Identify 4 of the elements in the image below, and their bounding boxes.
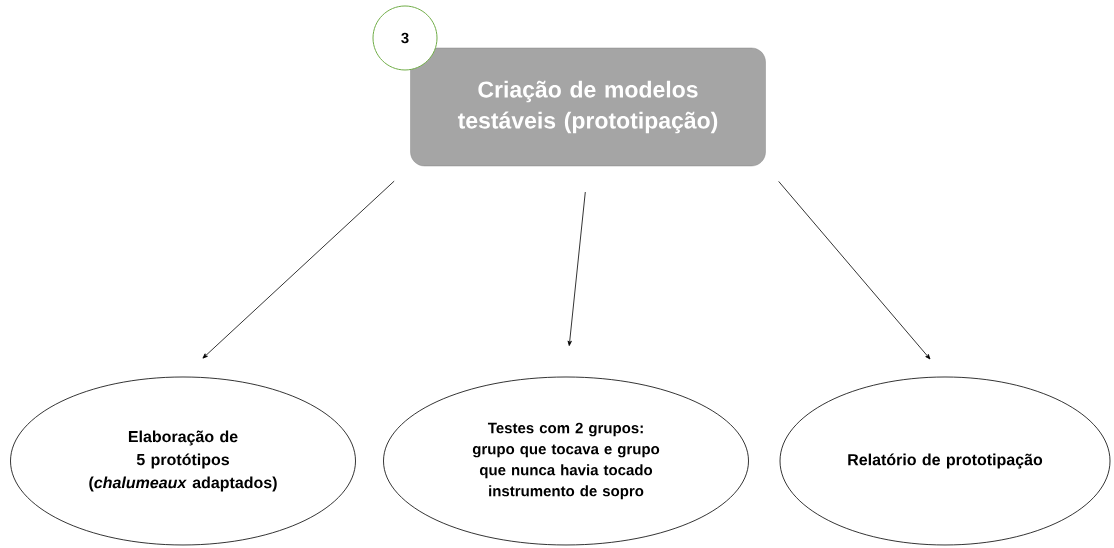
- arrow: [202, 180, 395, 359]
- arrow: [778, 181, 931, 360]
- process-box: Criação de modelos testáveis (prototipação): [410, 47, 766, 167]
- arrow: [567, 191, 586, 346]
